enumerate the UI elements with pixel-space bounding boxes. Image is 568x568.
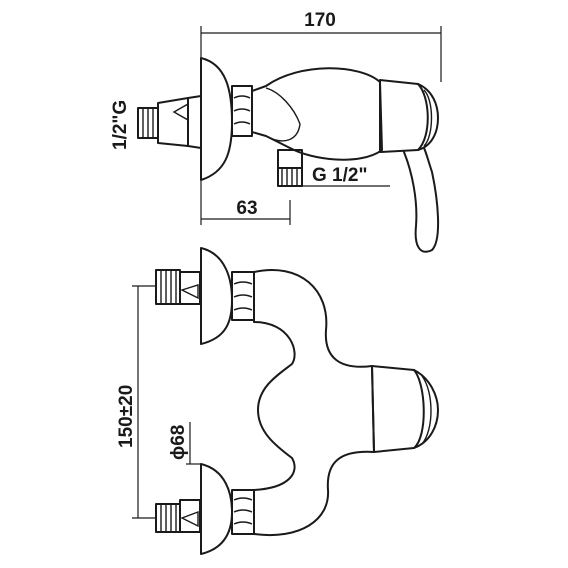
outlet-thread-label: G 1/2" (312, 165, 367, 186)
side-body (251, 67, 383, 161)
side-outlet: G 1/2" (277, 149, 390, 187)
side-hex-nut (231, 85, 253, 137)
side-rosette (200, 57, 233, 181)
front-top-rosette (200, 247, 233, 345)
front-cartridge (371, 365, 439, 453)
front-bottom-rosette (200, 463, 233, 555)
front-bottom-hex-nut (231, 489, 255, 535)
side-lever-handle (403, 147, 440, 253)
side-view: 170 (110, 10, 442, 253)
front-top-inlet (155, 269, 201, 305)
dimension-diameter-68: ϕ68 (168, 422, 201, 465)
dimension-150-label: 150±20 (116, 385, 137, 448)
side-inlet-pipe (137, 95, 202, 149)
dimension-170: 170 (200, 10, 442, 82)
front-bottom-inlet (155, 499, 201, 533)
dimension-63: 63 (200, 180, 291, 225)
dimension-170-label: 170 (304, 10, 336, 31)
dimension-63-label: 63 (236, 198, 257, 219)
front-view: 150±20 ϕ68 (116, 247, 439, 555)
front-top-hex-nut (231, 271, 255, 321)
inlet-thread-label: 1/2"G (110, 100, 131, 150)
side-cartridge-cap (379, 79, 439, 153)
dimension-150: 150±20 (116, 285, 156, 519)
front-body (253, 269, 375, 537)
dimension-diameter-68-label: ϕ68 (168, 425, 189, 460)
